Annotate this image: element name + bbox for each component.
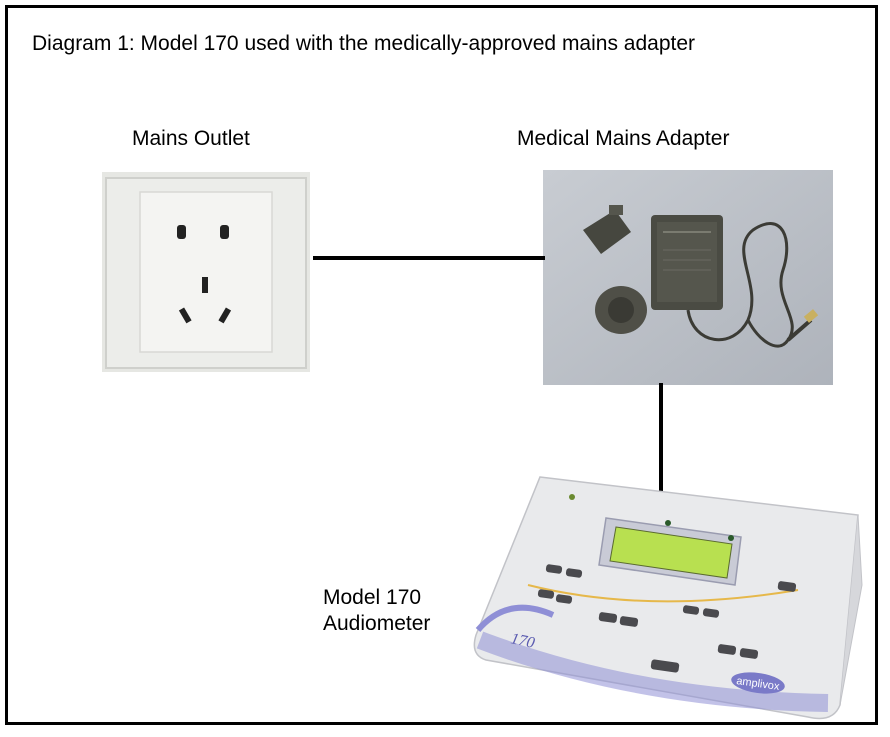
medical-adapter-image [543, 170, 833, 385]
medical-adapter-label: Medical Mains Adapter [517, 127, 730, 150]
audiometer-label-line1: Model 170 [323, 586, 422, 609]
connector-outlet-to-adapter [313, 256, 545, 260]
connector-adapter-to-audiometer [659, 383, 663, 496]
mains-outlet-image [102, 172, 310, 372]
mains-outlet-label: Mains Outlet [132, 127, 250, 150]
audiometer-label-line2: Audiometer [323, 612, 431, 635]
audiometer-image: amplivox 170 [473, 476, 863, 720]
diagram-title: Diagram 1: Model 170 used with the medic… [32, 32, 696, 55]
audiometer-model-text: 170 [509, 630, 536, 652]
audiometer-label: Model 170 Audiometer [323, 585, 430, 637]
